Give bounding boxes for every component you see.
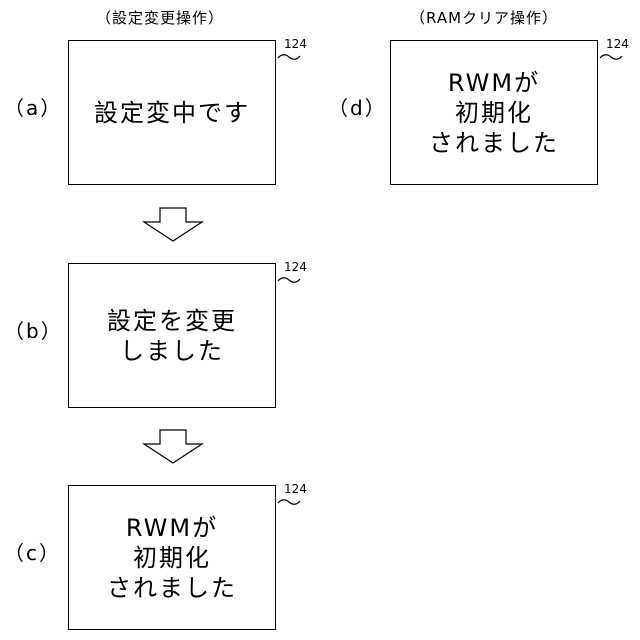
panel-a-label: （a）: [4, 96, 62, 120]
panel-d-line-2: 初期化: [455, 98, 533, 128]
panel-a-reference-number: 124: [284, 37, 307, 51]
panel-a-screen: 設定変中です: [68, 40, 276, 185]
down-arrow-a-to-b: [142, 207, 204, 243]
panel-d-label: （d）: [328, 96, 387, 120]
panel-d-line-3: されました: [429, 128, 559, 158]
panel-a-leader-line: [277, 52, 301, 62]
panel-b-leader-line: [277, 275, 301, 285]
panel-d-leader-line: [599, 52, 623, 62]
down-arrow-b-to-c: [142, 429, 204, 465]
panel-b-reference-number: 124: [284, 260, 307, 274]
ram-clear-heading: （RAMクリア操作）: [410, 9, 558, 27]
panel-b-label: （b）: [4, 319, 63, 343]
settings-change-heading: （設定変更操作）: [96, 9, 224, 27]
panel-d-line-1: RWMが: [448, 68, 540, 98]
panel-b-line-1: 設定を変更: [107, 306, 237, 336]
panel-c-reference-number: 124: [284, 482, 307, 496]
panel-c-leader-line: [277, 497, 301, 507]
panel-d-screen: RWMが 初期化 されました: [390, 40, 598, 185]
panel-a-line-1: 設定変中です: [94, 98, 250, 128]
panel-c-line-3: されました: [107, 573, 237, 603]
panel-c-screen: RWMが 初期化 されました: [68, 485, 276, 630]
panel-b-screen: 設定を変更 しました: [68, 263, 276, 408]
panel-c-line-2: 初期化: [133, 543, 211, 573]
panel-c-line-1: RWMが: [126, 513, 218, 543]
panel-d-reference-number: 124: [606, 37, 629, 51]
panel-c-label: （c）: [4, 541, 61, 565]
panel-b-line-2: しました: [120, 336, 224, 366]
